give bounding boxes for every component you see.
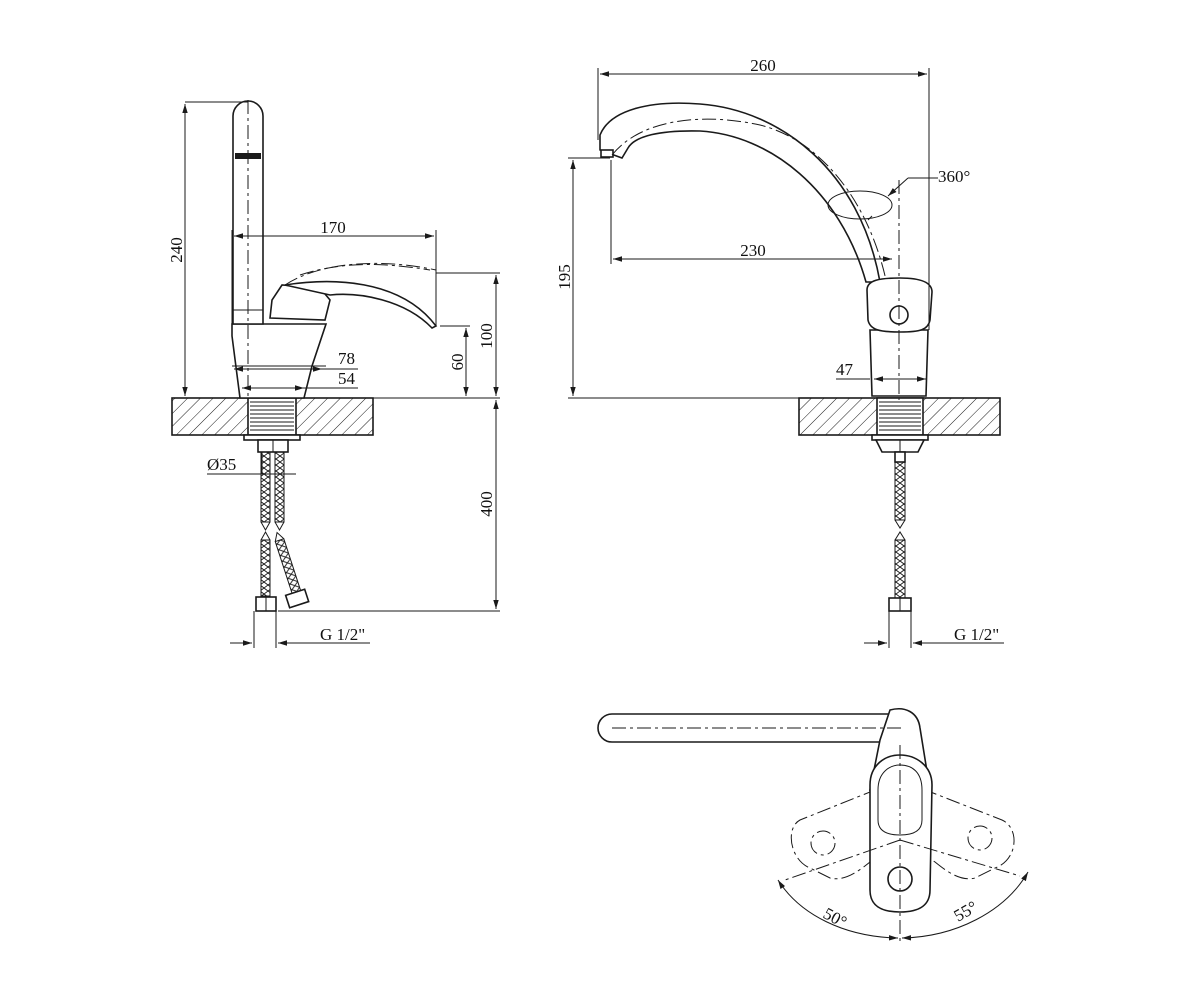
- dim-78: 78: [338, 349, 355, 368]
- spout-outlet-front: [600, 149, 614, 158]
- angle-arc-left: [777, 879, 899, 941]
- dim-260: 260: [750, 56, 776, 75]
- dim-400: 400: [477, 491, 496, 517]
- thread-label-front: G 1/2": [954, 625, 999, 644]
- angle-arc-right: [901, 871, 1029, 941]
- angle-50: 50°: [820, 904, 850, 932]
- lever-sweep-left: [790, 779, 901, 880]
- dim-54: 54: [338, 369, 356, 388]
- lever-sweep-right: [899, 779, 1015, 880]
- front-view: 260 360° 230 195 47 G 1/2": [555, 56, 1004, 648]
- side-view: 240 170 100 60 78 54 Ø35 400: [167, 100, 500, 648]
- dim-47: 47: [836, 360, 854, 379]
- dim-diameter-35: Ø35: [207, 455, 236, 474]
- hose-left-a-bottom: [260, 539, 271, 597]
- rotation-ellipse: [827, 190, 893, 220]
- dim-195: 195: [555, 264, 574, 290]
- shank-thread-lines: [250, 401, 294, 431]
- shank-thread-lines-right: [879, 401, 921, 431]
- threaded-shank-right: [876, 397, 924, 436]
- top-view: 50° 55°: [597, 708, 1029, 945]
- dim-100: 100: [477, 323, 496, 349]
- hose-left-b-top: [274, 451, 285, 523]
- hose-left-a-top: [260, 451, 271, 523]
- hose-fitting-left-b: [284, 588, 310, 609]
- dim-60: 60: [448, 354, 467, 371]
- thread-label-side: G 1/2": [320, 625, 365, 644]
- hose-left-b-bottom: [274, 538, 303, 598]
- hose-right-bottom: [894, 539, 906, 599]
- lever-raised-outline: [284, 262, 437, 286]
- threaded-shank-left: [247, 397, 297, 436]
- dim-230: 230: [740, 241, 766, 260]
- dim-170: 170: [320, 218, 346, 237]
- faucet-body-side: [231, 323, 328, 399]
- hose-right-top: [894, 461, 906, 521]
- dim-240: 240: [167, 237, 186, 263]
- hose-fitting-top-right: [894, 451, 906, 463]
- angle-55: 55°: [951, 897, 981, 925]
- rotation-360: 360°: [938, 167, 970, 186]
